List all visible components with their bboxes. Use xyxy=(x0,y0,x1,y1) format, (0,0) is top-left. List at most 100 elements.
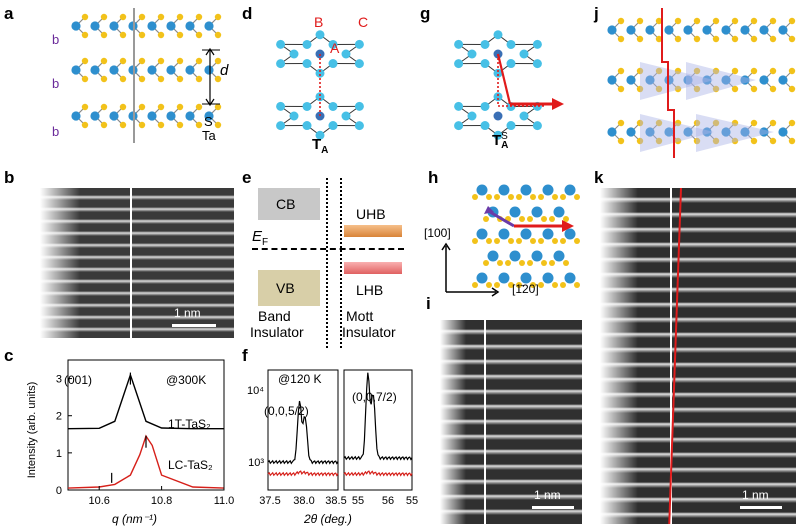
s-atom xyxy=(472,194,478,200)
s-atom xyxy=(636,35,644,43)
scale-text-k: 1 nm xyxy=(742,488,769,502)
s-atom xyxy=(574,282,580,288)
ta-atom xyxy=(740,75,750,85)
ta-atom xyxy=(90,21,100,31)
vb-label: VB xyxy=(276,280,295,296)
panel-a-label: a xyxy=(4,4,14,23)
chart-c-frame xyxy=(67,359,225,491)
panel-f-label: f xyxy=(242,346,248,365)
ta-atom xyxy=(702,127,712,137)
pos-c: C xyxy=(358,14,369,30)
ta-atom xyxy=(531,250,543,262)
ta-atom xyxy=(778,75,788,85)
pos-a: A xyxy=(330,40,340,56)
panel-g-structure xyxy=(454,30,564,140)
ef-line xyxy=(252,248,404,250)
s-atom xyxy=(195,31,203,39)
panel-a-structure xyxy=(71,8,222,143)
ta-atom xyxy=(315,130,325,140)
ta-atom xyxy=(564,184,576,196)
s-atom xyxy=(693,137,701,145)
s-atom xyxy=(712,119,720,127)
ta-atom xyxy=(645,75,655,85)
s-atom xyxy=(788,85,796,93)
s-atom xyxy=(712,137,720,145)
ta-atom xyxy=(520,228,532,240)
ta-atom xyxy=(683,75,693,85)
s-atom xyxy=(494,282,500,288)
s-atom xyxy=(750,17,758,25)
ta-atom xyxy=(542,184,554,196)
s-atom xyxy=(100,57,108,65)
stem-overlay-i xyxy=(440,320,466,524)
ta-atom xyxy=(626,75,636,85)
layer-b-1: b xyxy=(52,32,60,47)
ta-atom xyxy=(276,59,286,69)
s-atom xyxy=(483,216,489,222)
ta-atom xyxy=(702,75,712,85)
chart-f-peak2: (0,0,7/2) xyxy=(352,390,397,404)
ta-atom xyxy=(493,30,503,40)
ta-atom xyxy=(542,228,554,240)
s-atom xyxy=(693,119,701,127)
axis-arrows-h xyxy=(441,242,500,297)
s-atom xyxy=(516,194,522,200)
ta-atom xyxy=(166,65,176,75)
s-atom xyxy=(617,67,625,75)
s-atom xyxy=(538,238,544,244)
s-atom xyxy=(769,119,777,127)
ta-atom xyxy=(185,111,195,121)
ta-atom xyxy=(740,25,750,35)
chart-c-peak-label: (001) xyxy=(64,373,93,387)
ta-atom xyxy=(759,127,769,137)
series-line-1 xyxy=(67,372,224,430)
uhb-bar xyxy=(344,225,402,237)
ta-atom xyxy=(302,121,312,131)
s-atom xyxy=(519,216,525,222)
ta-atom xyxy=(71,111,81,121)
ta-atom xyxy=(532,59,542,69)
ta-atom xyxy=(498,184,510,196)
label-ta: Ta xyxy=(202,128,216,143)
s-atom xyxy=(541,260,547,266)
stacking-d-main: T xyxy=(312,136,322,153)
s-atom xyxy=(527,216,533,222)
y-tick-label: 0 xyxy=(56,485,62,497)
ta-atom xyxy=(147,111,157,121)
s-atom xyxy=(674,85,682,93)
center-atom xyxy=(493,111,503,121)
ta-atom xyxy=(553,250,565,262)
s-atom xyxy=(100,103,108,111)
s-atom xyxy=(195,75,203,83)
s-atom xyxy=(176,121,184,129)
s-atom xyxy=(100,121,108,129)
panel-e-label: e xyxy=(242,168,252,187)
axis-120: [1̄20] xyxy=(512,282,539,296)
chart-c-xlabel: q (nm⁻¹) xyxy=(112,512,157,526)
s-atom xyxy=(119,121,127,129)
s-atom xyxy=(769,85,777,93)
ta-atom xyxy=(564,228,576,240)
s-atom xyxy=(769,17,777,25)
s-atom xyxy=(636,17,644,25)
ta-atom xyxy=(302,101,312,111)
ta-atom xyxy=(645,25,655,35)
ta-atom xyxy=(531,206,543,218)
s-atom xyxy=(617,137,625,145)
ta-atom xyxy=(454,39,464,49)
x-tick-label: 37.5 xyxy=(259,495,280,507)
series-red-1 xyxy=(267,470,339,477)
d-arrow-head-top xyxy=(205,47,215,56)
s-atom xyxy=(549,260,555,266)
s-atom xyxy=(176,75,184,83)
s-atom xyxy=(195,13,203,21)
s-atom xyxy=(552,194,558,200)
cb-label: CB xyxy=(276,196,296,212)
s-atom xyxy=(81,13,89,21)
s-atom xyxy=(552,282,558,288)
h-red-arrowhead xyxy=(562,220,574,232)
ta-atom xyxy=(204,111,214,121)
ta-atom xyxy=(740,127,750,137)
j-triangle-2 xyxy=(686,62,756,100)
s-atom xyxy=(519,260,525,266)
